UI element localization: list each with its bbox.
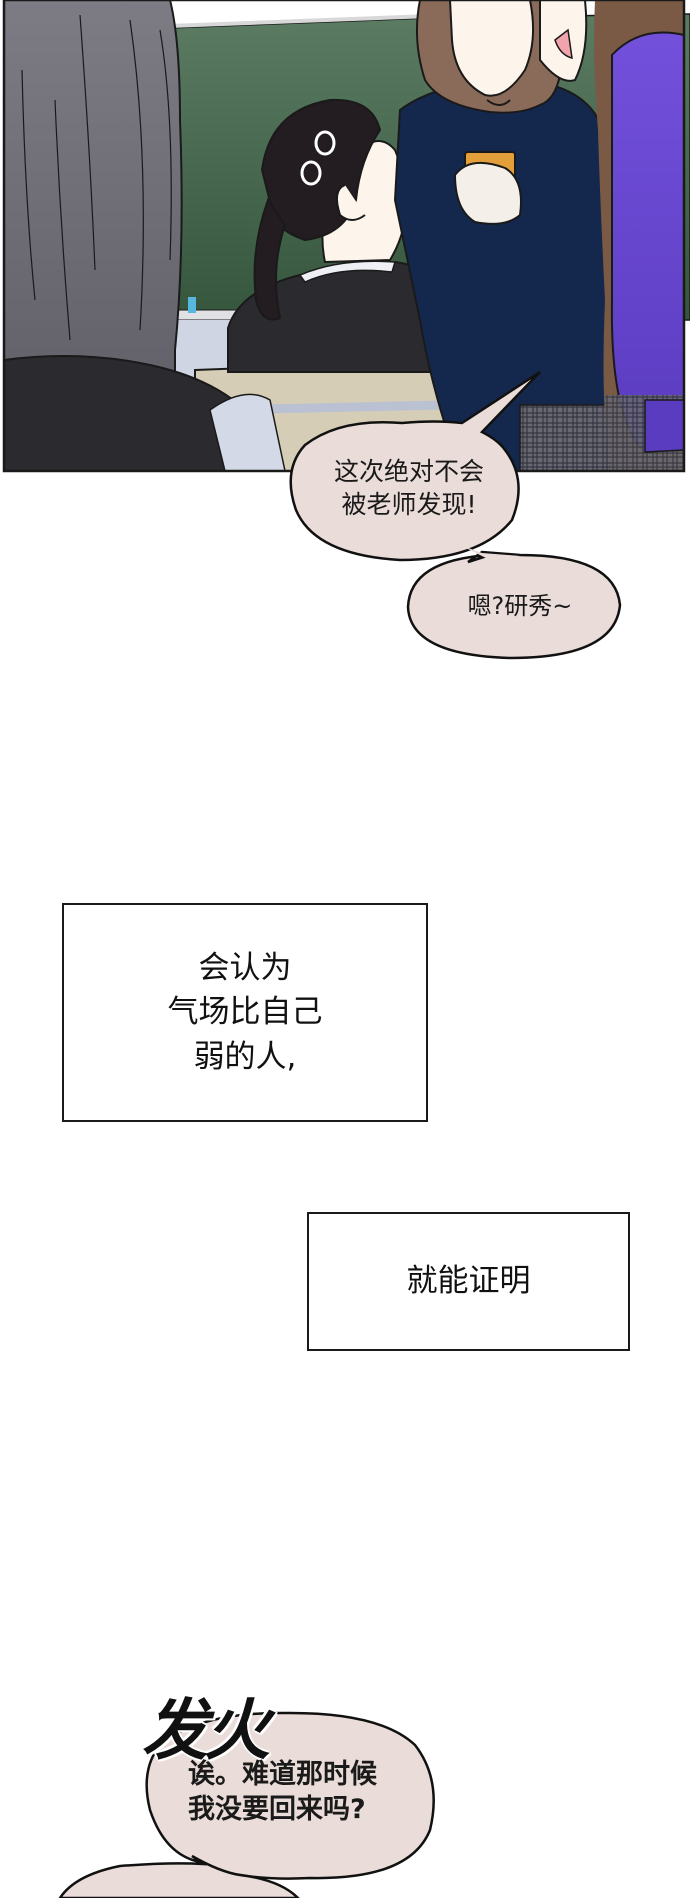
- classroom-illustration: [2, 0, 690, 473]
- narration-box-1-text: 会认为 气场比自己 弱的人,: [167, 950, 323, 1075]
- comic-panel-classroom: [0, 0, 690, 476]
- speech-bubble-2-text: 嗯?研秀~: [467, 592, 573, 620]
- speech-bubble-3-text: 诶。难道那时候 我没要回来吗?: [188, 1759, 377, 1826]
- narration-box-2: 就能证明: [307, 1212, 630, 1351]
- speech-bubble-4-partial: [58, 1854, 300, 1898]
- narration-box-2-text: 就能证明: [406, 1263, 531, 1300]
- speech-bubble-1-text: 这次绝对不会 被老师发现!: [333, 457, 484, 519]
- narration-box-1: 会认为 气场比自己 弱的人,: [62, 903, 428, 1122]
- sound-effect-text: 发火: [142, 1691, 270, 1769]
